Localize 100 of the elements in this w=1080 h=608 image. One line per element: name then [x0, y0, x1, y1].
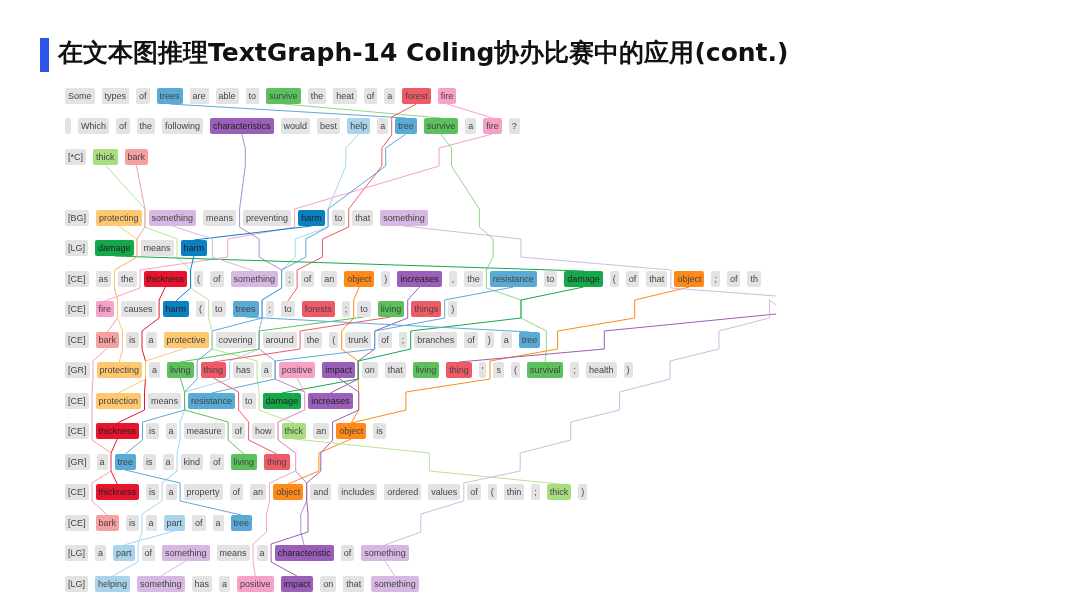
- highlighted-word: living: [230, 454, 258, 470]
- word-token: means: [140, 240, 174, 256]
- highlighted-word: tree: [230, 515, 253, 531]
- connector-line: [212, 377, 278, 455]
- word-token: is: [126, 515, 139, 531]
- connector-line: [179, 316, 365, 363]
- connector-line: [117, 347, 187, 394]
- highlighted-word: tree: [395, 118, 417, 134]
- connector-line: [104, 164, 295, 424]
- connector-line: [287, 438, 352, 485]
- word-token: ;: [341, 301, 351, 317]
- word-token: that: [343, 576, 365, 592]
- word-token: the: [303, 332, 323, 348]
- word-token: has: [233, 362, 254, 378]
- word-token: on: [320, 576, 337, 592]
- word-token: a: [162, 454, 174, 470]
- word-token: ;: [398, 332, 408, 348]
- word-token: branches: [414, 332, 458, 348]
- word-token: [CE]: [65, 301, 89, 317]
- word-token: [*C]: [65, 149, 86, 165]
- highlighted-word: tree: [518, 332, 541, 348]
- word-token: a: [145, 332, 157, 348]
- connector-line: [124, 133, 407, 455]
- connector-line: [293, 438, 560, 485]
- highlighted-word: part: [113, 545, 135, 561]
- highlighted-word: something: [361, 545, 409, 561]
- word-token: [LG]: [65, 545, 88, 561]
- connector-line: [446, 103, 493, 119]
- highlighted-word: protecting: [96, 362, 143, 378]
- word-token: Some: [65, 88, 95, 104]
- word-token: [CE]: [65, 515, 89, 531]
- connector-line: [212, 316, 392, 363]
- word-token: a: [500, 332, 512, 348]
- word-token: a: [260, 362, 272, 378]
- word-token: to: [331, 210, 346, 226]
- word-token: around: [262, 332, 297, 348]
- word-token: that: [646, 271, 668, 287]
- word-token: are: [189, 88, 209, 104]
- highlighted-word: positive: [278, 362, 316, 378]
- word-token: ,: [448, 271, 458, 287]
- highlighted-word: trees: [156, 88, 183, 104]
- word-token: of: [378, 332, 392, 348]
- word-token: is: [126, 332, 139, 348]
- highlighted-word: living: [377, 301, 405, 317]
- highlighted-word: resistance: [489, 271, 537, 287]
- highlighted-word: harm: [298, 210, 325, 226]
- connector-line: [270, 377, 360, 577]
- connector-line: [113, 255, 585, 272]
- word-token: of: [726, 271, 741, 287]
- highlighted-word: living: [167, 362, 194, 378]
- word-token: ): [448, 301, 458, 317]
- highlighted-word: tree: [114, 454, 137, 470]
- word-token: of: [300, 271, 315, 287]
- word-token: ): [623, 362, 633, 378]
- word-token: a: [165, 484, 177, 500]
- highlighted-word: positive: [237, 576, 274, 592]
- highlighted-word: characteristics: [210, 118, 274, 134]
- highlighted-word: damage: [564, 271, 603, 287]
- word-token: [CE]: [65, 423, 89, 439]
- word-token: a: [377, 118, 389, 134]
- word-token: [BG]: [65, 210, 89, 226]
- highlighted-word: thick: [93, 149, 118, 165]
- highlighted-word: something: [162, 545, 210, 561]
- highlighted-word: thick: [281, 423, 307, 439]
- word-token: [GR]: [65, 362, 90, 378]
- word-token: of: [231, 423, 246, 439]
- word-token: a: [96, 454, 108, 470]
- word-token: would: [280, 118, 311, 134]
- word-token: ordered: [384, 484, 422, 500]
- word-token: is: [146, 423, 159, 439]
- word-token: an: [321, 271, 338, 287]
- highlighted-word: damage: [95, 240, 134, 256]
- word-token: ): [484, 332, 494, 348]
- word-token: covering: [215, 332, 256, 348]
- word-token: (: [194, 271, 204, 287]
- connector-line: [114, 225, 138, 363]
- highlighted-word: thing: [446, 362, 472, 378]
- highlighted-word: help: [347, 118, 371, 134]
- connector-line: [403, 225, 777, 297]
- word-token: (: [487, 484, 497, 500]
- word-token: values: [428, 484, 461, 500]
- highlighted-word: damage: [262, 393, 302, 409]
- connector-line: [123, 530, 175, 546]
- connector-line: [245, 316, 530, 333]
- highlighted-word: object: [674, 271, 705, 287]
- highlighted-word: something: [380, 210, 428, 226]
- word-token: of: [136, 88, 150, 104]
- connector-line: [458, 313, 777, 363]
- highlighted-word: protective: [163, 332, 209, 348]
- highlighted-word: increases: [308, 393, 353, 409]
- connector-line: [175, 255, 195, 302]
- highlighted-word: impact: [280, 576, 314, 592]
- highlighted-word: trees: [232, 301, 259, 317]
- word-token: on: [361, 362, 378, 378]
- word-token: of: [210, 271, 224, 287]
- word-token: ): [578, 484, 588, 500]
- highlighted-word: forests: [301, 301, 335, 317]
- connector-line: [281, 286, 585, 394]
- connector-line: [169, 103, 407, 119]
- word-token: a: [256, 545, 268, 561]
